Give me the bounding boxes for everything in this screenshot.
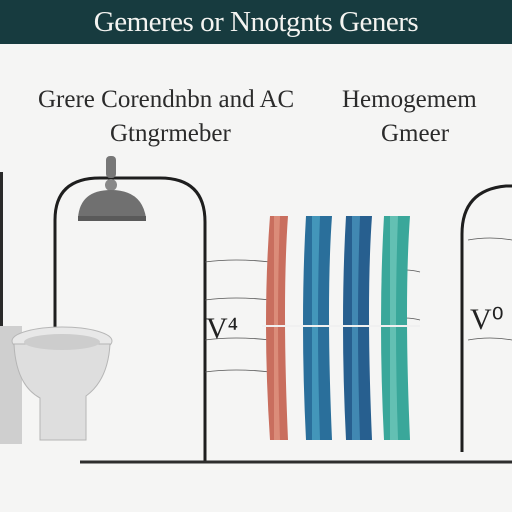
left-v-label: V⁴ — [206, 312, 239, 345]
banner-title: Gemeres or Nnotgnts Geners — [93, 5, 419, 38]
title-banner: Gemeres or Nnotgnts Geners — [0, 0, 512, 44]
pipe-blue-1 — [303, 216, 332, 440]
right-wave-lines — [467, 237, 512, 341]
left-edge-bar — [0, 172, 3, 360]
lamp-icon — [78, 156, 146, 221]
toilet-icon — [0, 326, 113, 444]
right-heading: Hemogemem — [342, 86, 477, 113]
left-heading: Grere Corendnbn and AC — [38, 86, 295, 113]
right-arch — [460, 184, 512, 452]
left-subheading: Gtngrmeber — [110, 120, 231, 147]
pipe-teal — [381, 216, 410, 440]
left-arch — [53, 176, 207, 462]
pipe-blue-2 — [343, 216, 372, 440]
right-v-label: V⁰ — [470, 303, 504, 336]
right-subheading: Gmeer — [381, 120, 450, 147]
pipe-red — [266, 216, 288, 440]
